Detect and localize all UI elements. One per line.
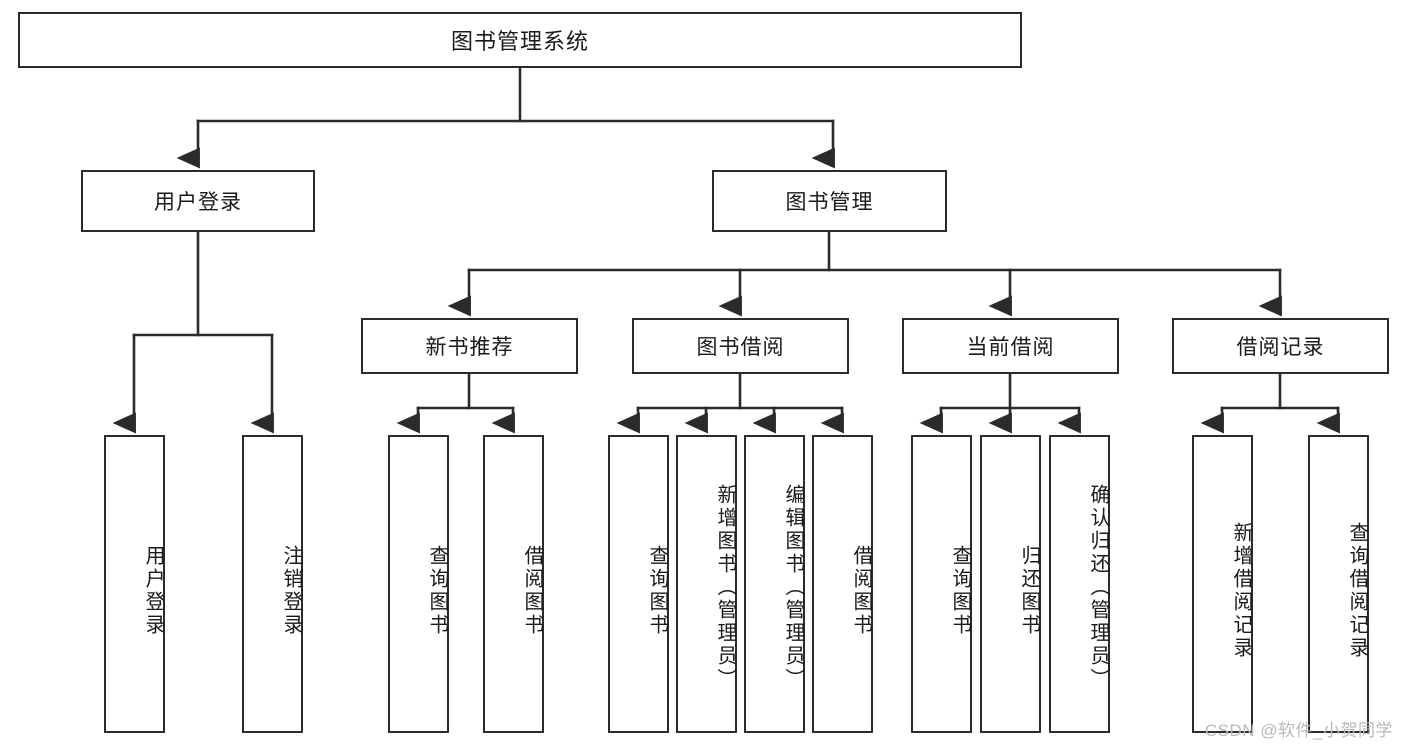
node-label: 新增图书（管理员）: [714, 483, 736, 691]
leaf-borrow-book-recommend[interactable]: 借阅图书: [483, 435, 544, 733]
leaf-add-borrow-record[interactable]: 新增借阅记录: [1192, 435, 1253, 733]
node-label: 查询借阅记录: [1346, 522, 1368, 660]
leaf-logout[interactable]: 注销登录: [242, 435, 303, 733]
leaf-query-book-borrow[interactable]: 查询图书: [608, 435, 669, 733]
node-label: 图书管理系统: [450, 29, 589, 54]
node-label: 借阅图书: [521, 545, 543, 637]
node-root-book-management-system[interactable]: 图书管理系统: [18, 12, 1022, 68]
leaf-query-borrow-record[interactable]: 查询借阅记录: [1308, 435, 1369, 733]
watermark-text: CSDN @软件_小贺同学: [1204, 721, 1393, 740]
node-borrow-record[interactable]: 借阅记录: [1172, 318, 1389, 374]
node-label: 图书借阅: [696, 336, 785, 359]
node-book-manage[interactable]: 图书管理: [712, 170, 947, 232]
leaf-user-login[interactable]: 用户登录: [104, 435, 165, 733]
node-current-borrow[interactable]: 当前借阅: [902, 318, 1119, 374]
node-label: 注销登录: [280, 545, 302, 637]
leaf-borrow-book[interactable]: 借阅图书: [812, 435, 873, 733]
node-book-borrow[interactable]: 图书借阅: [632, 318, 849, 374]
node-label: 归还图书: [1018, 545, 1040, 637]
node-label: 当前借阅: [966, 336, 1055, 359]
node-label: 借阅图书: [850, 545, 872, 637]
node-label: 新增借阅记录: [1230, 522, 1252, 660]
node-label: 借阅记录: [1236, 336, 1325, 359]
node-user-login[interactable]: 用户登录: [81, 170, 315, 232]
node-label: 用户登录: [154, 191, 242, 214]
leaf-confirm-return-admin[interactable]: 确认归还（管理员）: [1049, 435, 1110, 733]
node-label: 查询图书: [426, 545, 448, 637]
node-label: 图书管理: [785, 191, 874, 214]
leaf-add-book-admin[interactable]: 新增图书（管理员）: [676, 435, 737, 733]
node-label: 编辑图书（管理员）: [782, 483, 804, 691]
node-label: 查询图书: [949, 545, 971, 637]
node-label: 查询图书: [646, 545, 668, 637]
node-label: 新书推荐: [425, 336, 514, 359]
node-label: 确认归还（管理员）: [1087, 483, 1109, 691]
node-new-book-recommend[interactable]: 新书推荐: [361, 318, 578, 374]
node-label: 用户登录: [142, 545, 164, 637]
leaf-return-book[interactable]: 归还图书: [980, 435, 1041, 733]
leaf-edit-book-admin[interactable]: 编辑图书（管理员）: [744, 435, 805, 733]
leaf-query-book-recommend[interactable]: 查询图书: [388, 435, 449, 733]
leaf-query-book-current[interactable]: 查询图书: [911, 435, 972, 733]
